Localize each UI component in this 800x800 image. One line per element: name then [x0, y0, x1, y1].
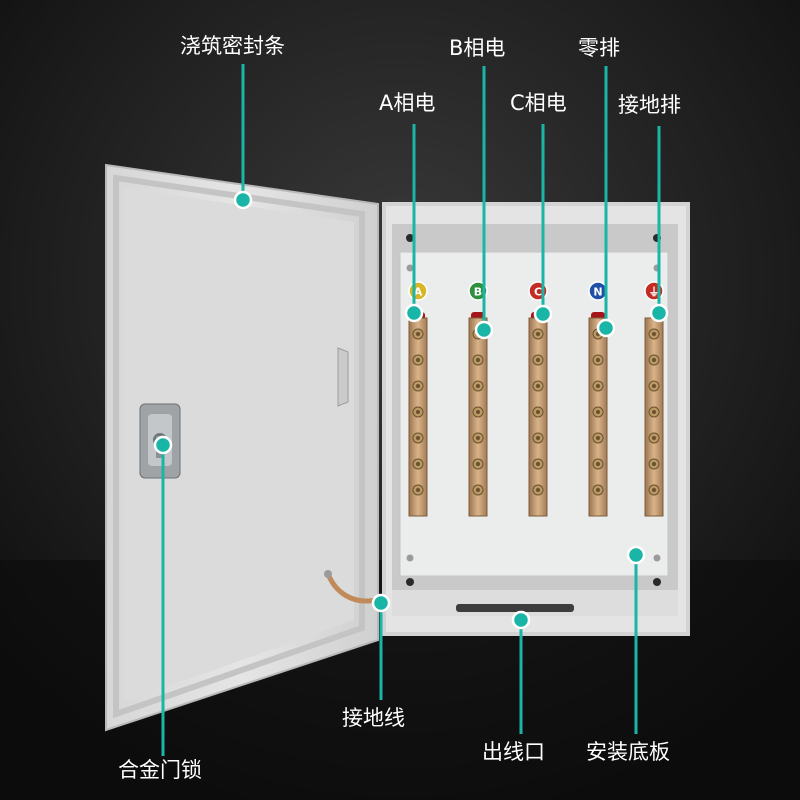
leader-neutral-bar — [596, 66, 616, 338]
cable-outlet-slot — [456, 604, 574, 612]
busbar-tag-text-b: B — [474, 286, 482, 299]
label-phase-c: C相电 — [510, 91, 567, 115]
label-mounting-plate: 安装底板 — [586, 740, 670, 764]
label-phase-a: A相电 — [379, 91, 436, 115]
leader-phase-b — [474, 66, 494, 340]
leader-door-lock — [153, 435, 173, 756]
busbar-tag-n: N — [588, 281, 608, 301]
busbar-tag-text-a: A — [414, 286, 423, 299]
busbar-ground: ⏚ — [644, 281, 664, 517]
leader-ground-wire — [371, 593, 391, 700]
label-door-lock: 合金门锁 — [118, 758, 202, 782]
leader-phase-c — [533, 124, 553, 324]
leaders — [153, 64, 669, 756]
label-phase-b: B相电 — [449, 36, 506, 60]
label-ground-wire: 接地线 — [342, 706, 405, 730]
leader-seal-strip — [233, 64, 253, 210]
leader-phase-c-dot — [533, 304, 553, 324]
busbar-phase-c: C — [528, 281, 548, 517]
leader-ground-bar — [649, 126, 669, 323]
leader-ground-bar-dot — [649, 303, 669, 323]
label-seal-strip: 浇筑密封条 — [180, 34, 285, 58]
busbar-tag-text-pe: ⏚ — [649, 286, 660, 299]
cabinet-door — [105, 163, 379, 732]
busbar-tag-a: A — [408, 281, 428, 301]
leader-seal-strip-dot — [233, 190, 253, 210]
label-ground-bar: 接地排 — [618, 93, 681, 117]
busbar-tag-text-n: N — [593, 286, 602, 299]
leader-cable-outlet-dot — [511, 610, 531, 630]
label-neutral-bar: 零排 — [578, 36, 620, 60]
leader-phase-b-dot — [474, 320, 494, 340]
leader-neutral-bar-dot — [596, 318, 616, 338]
busbar-tag-text-c: C — [534, 286, 542, 299]
label-cable-outlet: 出线口 — [482, 740, 545, 764]
leader-ground-wire-dot — [371, 593, 391, 613]
leader-door-lock-dot — [153, 435, 173, 455]
leader-mounting-plate — [626, 545, 646, 734]
busbar-neutral: N — [588, 281, 608, 517]
leader-mounting-plate-dot — [626, 545, 646, 565]
leader-cable-outlet — [511, 610, 531, 734]
leader-phase-a-dot — [404, 303, 424, 323]
leader-phase-a — [404, 124, 424, 323]
